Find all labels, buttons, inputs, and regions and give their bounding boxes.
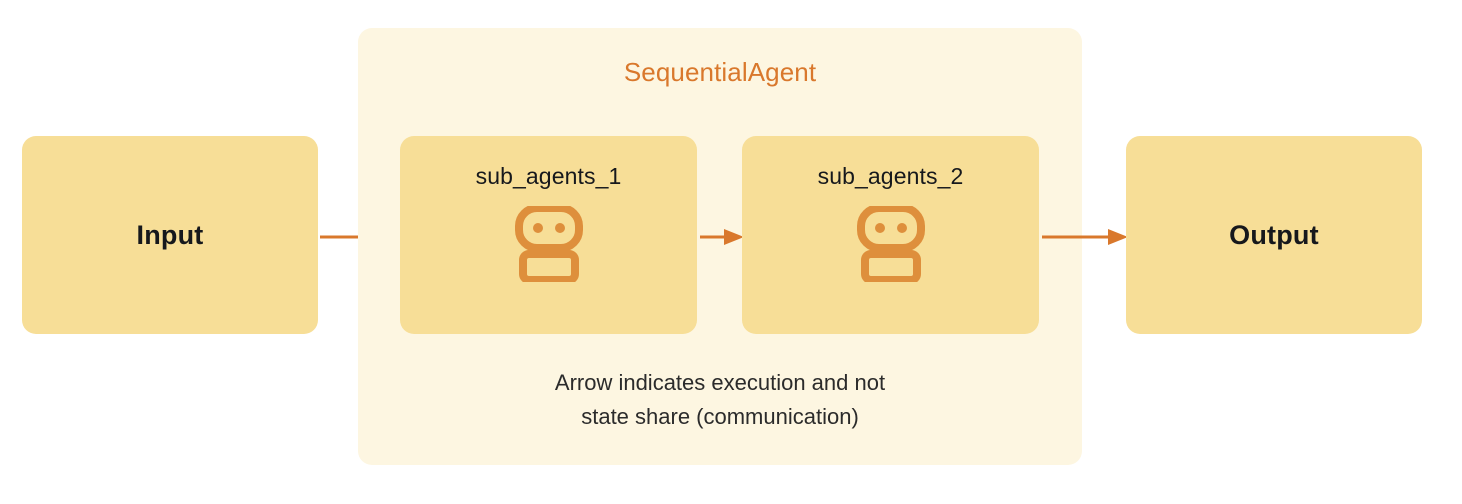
robot-icon [513,204,585,284]
robot-icon [855,204,927,284]
input-node: Input [22,136,318,334]
sequential-agent-title: SequentialAgent [623,57,817,87]
caption-line-1: Arrow indicates execution and not [554,370,886,395]
arrow-subagent-2-to-output [1042,225,1128,249]
input-label: Input [136,219,204,250]
subagent-label-1: sub_agents_1 [475,163,622,189]
caption-line-2: state share (communication) [581,404,859,429]
subagent-label-2: sub_agents_2 [817,163,964,189]
diagram-caption: Arrow indicates execution and not state … [358,366,1082,434]
output-node: Output [1126,136,1422,334]
output-label: Output [1229,219,1319,250]
subagent-node-1: sub_agents_1 [400,136,697,334]
arrow-subagent-1-to-subagent-2 [700,225,744,249]
subagent-node-2: sub_agents_2 [742,136,1039,334]
